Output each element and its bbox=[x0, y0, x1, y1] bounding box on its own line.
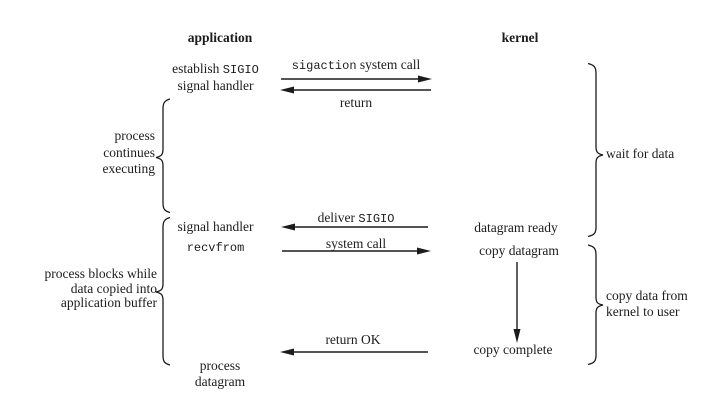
arrow-sigaction-system-call bbox=[281, 75, 432, 83]
brace-wait-for-data bbox=[587, 62, 604, 238]
arrow-deliver-sigio bbox=[281, 223, 428, 231]
copy-complete-label: copy complete bbox=[473, 342, 553, 357]
signal-handler-text: signal handler bbox=[177, 78, 254, 93]
establish-sigio-handler-label: establish SIGIO signal handler bbox=[148, 61, 283, 93]
return-ok-caption: return OK bbox=[325, 332, 381, 347]
return-caption: return bbox=[339, 95, 373, 110]
wait-for-data-label: wait for data bbox=[606, 146, 675, 161]
arrow-copy-datagram-to-complete bbox=[513, 262, 521, 343]
arrow-return bbox=[280, 86, 431, 94]
signal-handler-label: signal handler bbox=[177, 219, 254, 234]
brace-process-continues bbox=[155, 98, 171, 214]
recvfrom-call-label: recvfrom bbox=[186, 241, 245, 255]
application-column-header: application bbox=[187, 30, 253, 45]
system-call-text: system call bbox=[356, 57, 421, 72]
process-continues-executing-label: process continues executing bbox=[102, 128, 155, 176]
brace-process-blocks bbox=[155, 216, 171, 366]
kernel-column-header: kernel bbox=[501, 30, 539, 45]
arrow-return-ok bbox=[280, 348, 428, 356]
system-call-caption: system call bbox=[325, 236, 387, 251]
copy-datagram-label: copy datagram bbox=[479, 243, 559, 258]
deliver-text: deliver bbox=[317, 210, 359, 225]
establish-text: establish bbox=[172, 61, 223, 76]
datagram-ready-label: datagram ready bbox=[474, 220, 558, 235]
copy-data-from-kernel-label: copy data from kernel to user bbox=[606, 288, 688, 319]
process-blocks-label: process blocks while data copied into ap… bbox=[44, 266, 157, 310]
brace-copy-data-from-kernel bbox=[587, 244, 604, 366]
sigio-code-text: SIGIO bbox=[222, 63, 259, 77]
deliver-sigio-caption: deliver SIGIO bbox=[281, 210, 431, 227]
sigaction-system-call-caption: sigaction system call bbox=[281, 57, 431, 74]
process-datagram-label: process datagram bbox=[194, 358, 246, 389]
sigaction-code-text: sigaction bbox=[291, 59, 357, 73]
deliver-sigio-code-text: SIGIO bbox=[358, 212, 395, 226]
arrow-system-call bbox=[282, 247, 431, 255]
